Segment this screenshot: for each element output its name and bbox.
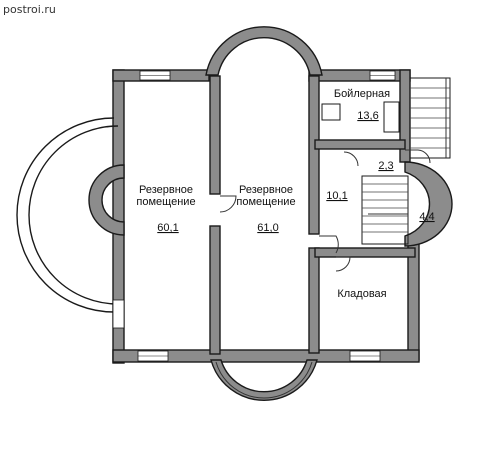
room-area-reserve-center: 61,0: [257, 222, 278, 234]
room-area-boiler: 13,6: [357, 110, 378, 122]
boiler-equipment: [321, 101, 400, 133]
wall-boiler-bottom: [314, 139, 406, 150]
wall-interior-right-b: [308, 247, 320, 354]
wall-bottom: [112, 349, 420, 363]
interior-stairs: [361, 175, 409, 245]
external-stairs: [409, 77, 451, 159]
room-area-vestibule: 2,3: [378, 160, 393, 172]
wall-interior-left-b: [209, 225, 221, 355]
room-name-boiler: Бойлерная: [334, 88, 390, 100]
doors: [219, 149, 431, 272]
left-bay: [16, 117, 125, 313]
watermark: postroi.ru: [3, 3, 56, 16]
bottom-bay: [210, 359, 318, 402]
room-name-reserve-left-2: помещение: [136, 196, 195, 208]
room-name-reserve-center-1: Резервное: [239, 184, 293, 196]
room-area-stair-tower: 4,4: [419, 211, 434, 223]
right-tower: [404, 161, 453, 247]
walls: [112, 69, 420, 364]
wall-interior-right-a: [308, 75, 320, 235]
wall-storage-top: [314, 247, 416, 258]
room-name-reserve-left-1: Резервное: [139, 184, 193, 196]
wall-interior-left-a: [209, 75, 221, 195]
wall-right-lower: [407, 243, 420, 361]
room-area-hall: 10,1: [326, 190, 347, 202]
room-area-reserve-left: 60,1: [157, 222, 178, 234]
room-name-reserve-center-2: помещение: [236, 196, 295, 208]
top-bay: [205, 26, 323, 76]
room-name-storage: Кладовая: [337, 288, 386, 300]
windows: [112, 70, 396, 362]
